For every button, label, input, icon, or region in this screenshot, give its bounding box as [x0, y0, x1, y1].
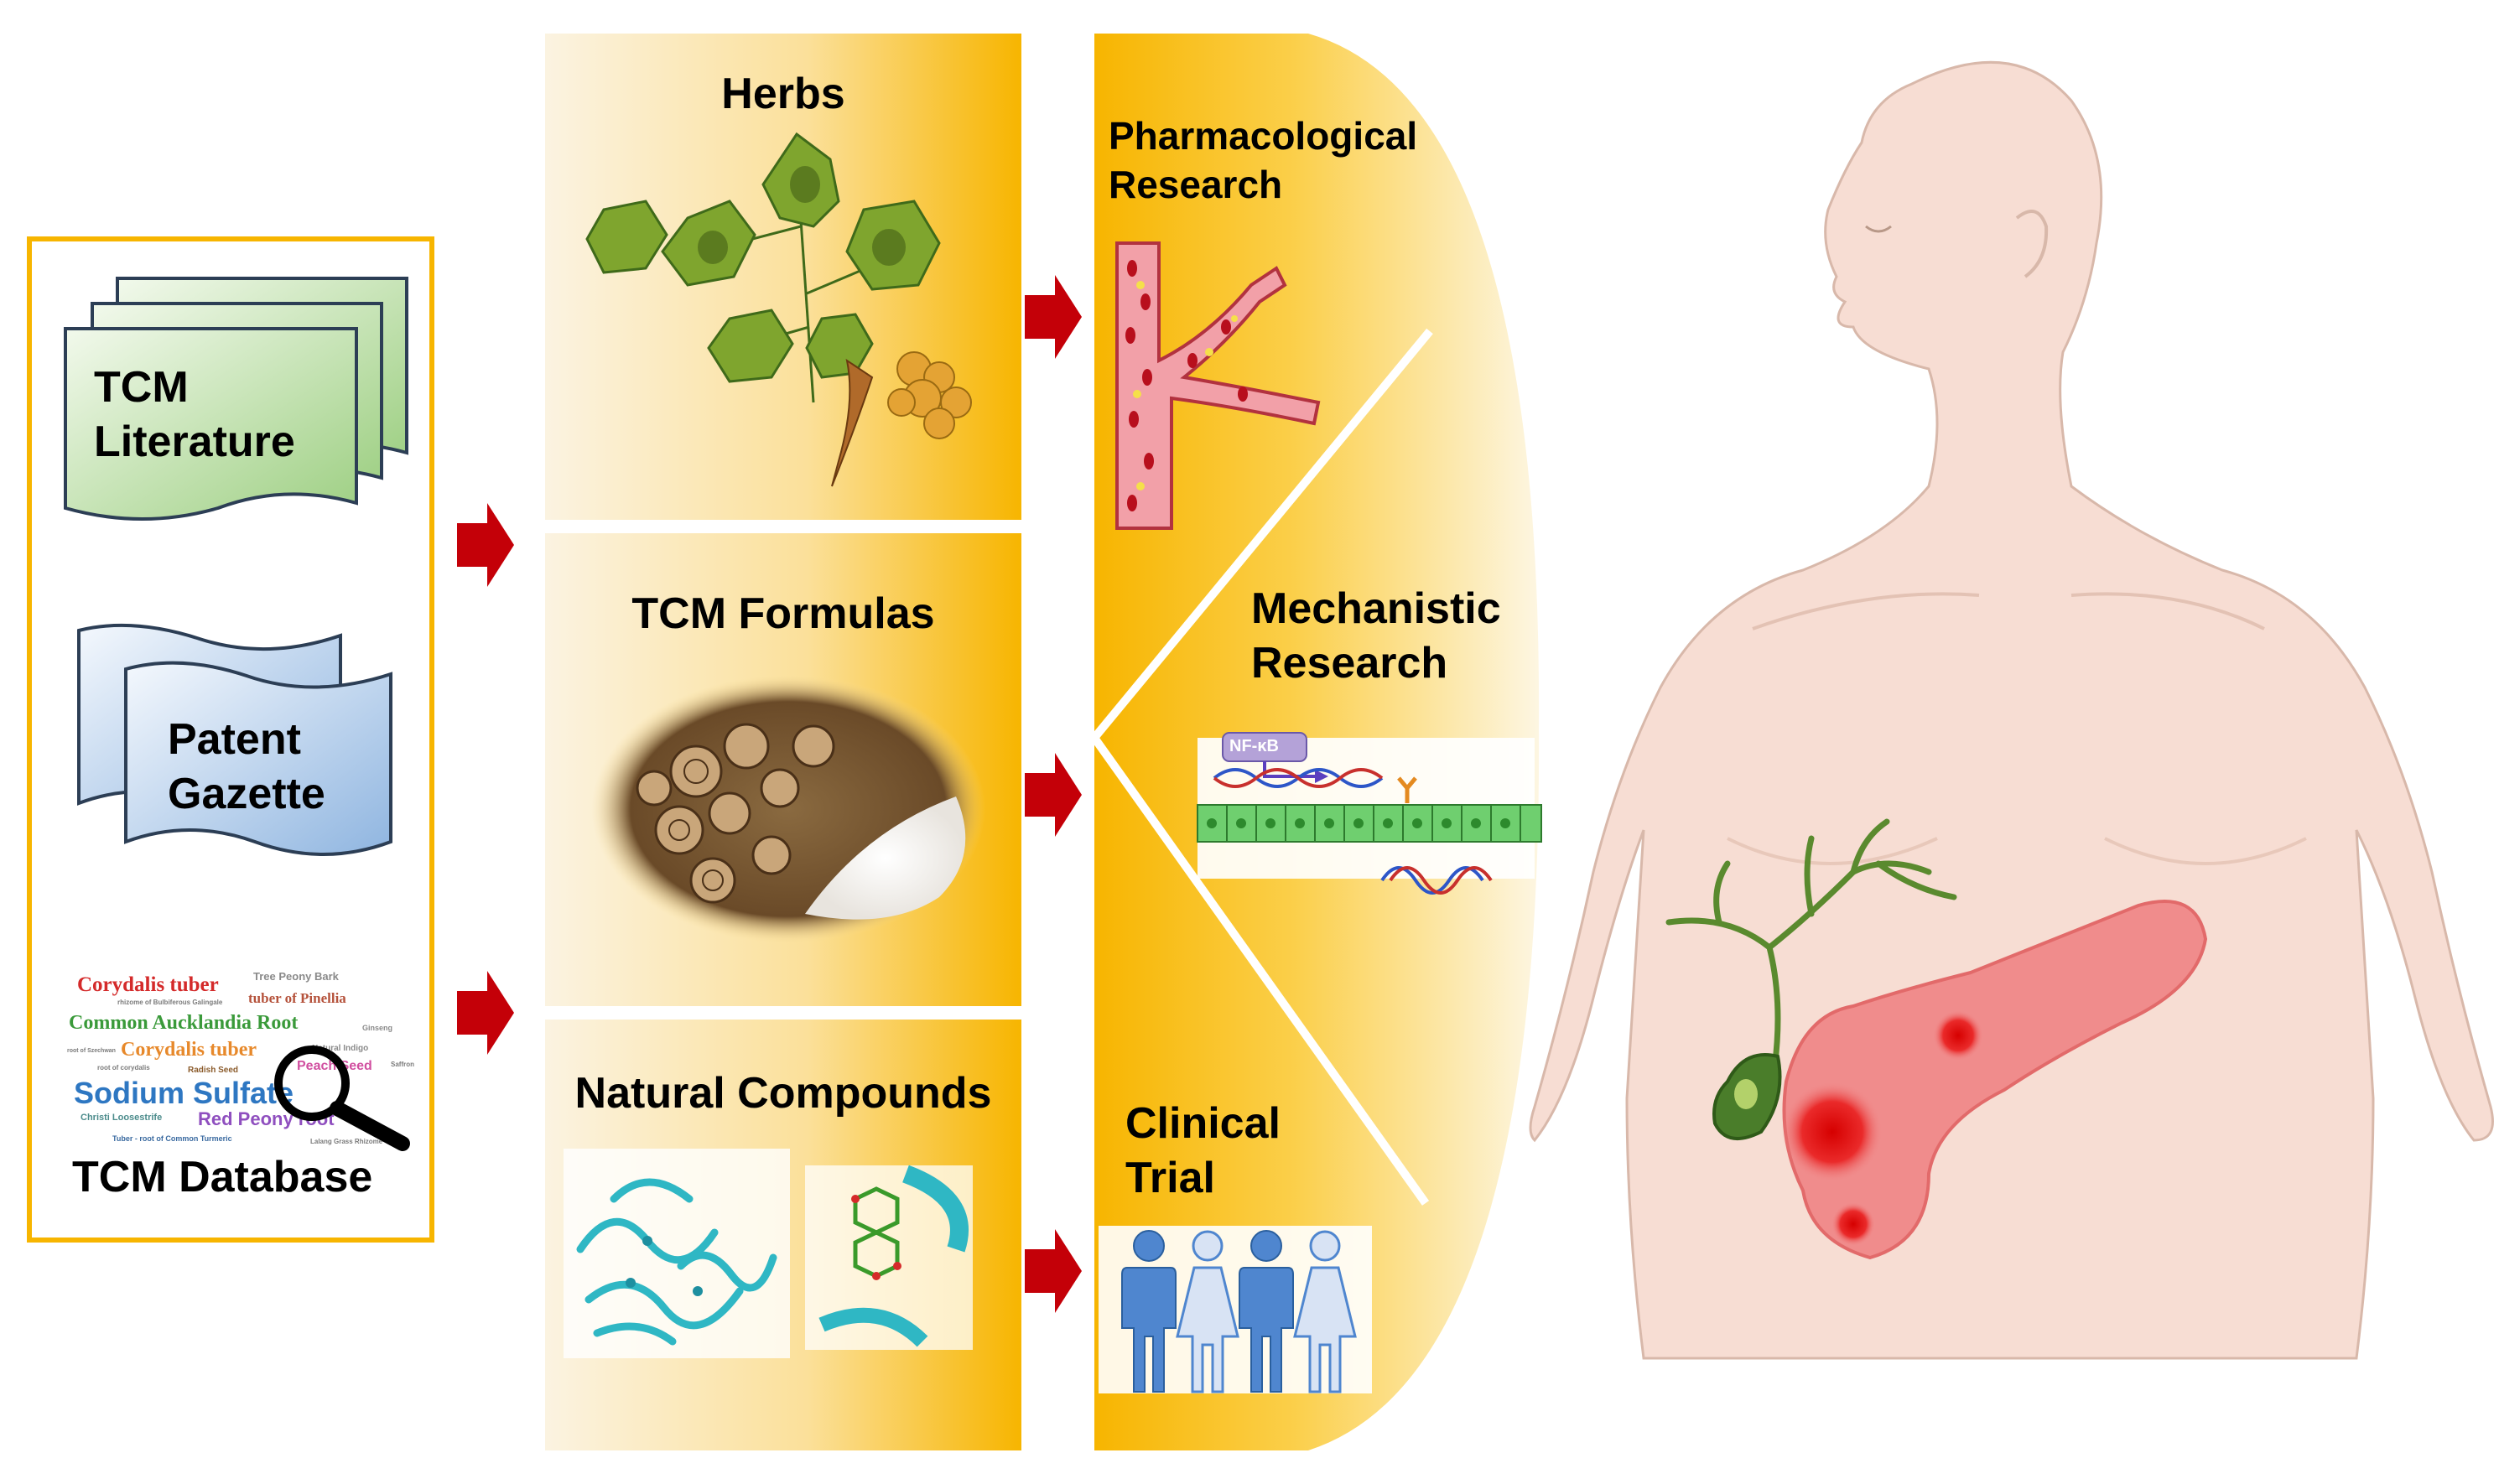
human-body-illustration	[1529, 60, 2494, 1360]
word-cloud-term: Ginseng	[362, 1024, 393, 1032]
word-cloud-term: root of Szechwan	[67, 1048, 116, 1054]
word-cloud-term: tuber of Pinellia	[248, 990, 346, 1006]
literature-icon	[64, 277, 408, 521]
molecule-binding-image	[805, 1165, 973, 1350]
word-cloud-term: Tuber - root of Common Turmeric	[112, 1134, 232, 1143]
word-cloud-term: Christi Loosestrife	[81, 1113, 163, 1123]
herbs-title: Herbs	[721, 70, 845, 118]
magnifier-icon	[274, 1046, 410, 1151]
word-cloud-term: Natural Indigo	[312, 1044, 369, 1053]
mechanistic-research-label: Mechanistic Research	[1251, 584, 1501, 688]
arrow-right-icon	[1025, 1229, 1082, 1313]
arrow-right-icon	[457, 503, 514, 587]
pharmacological-research-label: Pharmacological Research	[1109, 114, 1418, 206]
arrow-right-icon	[1025, 275, 1082, 359]
word-cloud-term: Lalang Grass Rhizome	[310, 1138, 383, 1145]
protein-structure-image	[564, 1149, 790, 1358]
nfkb-label: NF-κB	[1229, 737, 1279, 755]
word-cloud-term: root of corydalis	[97, 1064, 150, 1071]
clinical-trial-label: Clinical Trial	[1125, 1099, 1281, 1202]
word-cloud-term: Common Aucklandia Root	[69, 1012, 299, 1034]
word-cloud-term: Corydalis tuber	[121, 1039, 257, 1061]
arrow-right-icon	[1025, 753, 1082, 837]
word-cloud-term: Tree Peony Bark	[253, 970, 339, 983]
mechanism-diagram-art	[1197, 732, 1542, 895]
word-cloud-term: rhizome of Bulbiferous Galingale	[117, 999, 223, 1006]
word-cloud-term: Radish Seed	[188, 1066, 239, 1075]
database-label: TCM Database	[72, 1153, 373, 1201]
herb-plant-image	[585, 132, 972, 487]
patent-icon	[77, 623, 392, 856]
formulas-title: TCM Formulas	[631, 589, 935, 638]
patent-label: Patent Gazette	[168, 715, 325, 818]
patients-icon	[1121, 1230, 1357, 1393]
word-cloud-term: Corydalis tuber	[77, 973, 219, 996]
formula-herbs-image	[591, 675, 985, 943]
word-cloud-term: Sodium Sulfate	[74, 1076, 294, 1110]
word-cloud-term: Peach Seed	[297, 1059, 372, 1073]
word-cloud-term: Saffron	[391, 1061, 414, 1068]
literature-label: TCM Literature	[94, 363, 295, 466]
blood-vessel-image	[1115, 241, 1321, 530]
arrow-right-icon	[457, 971, 514, 1055]
compounds-title: Natural Compounds	[574, 1069, 992, 1118]
